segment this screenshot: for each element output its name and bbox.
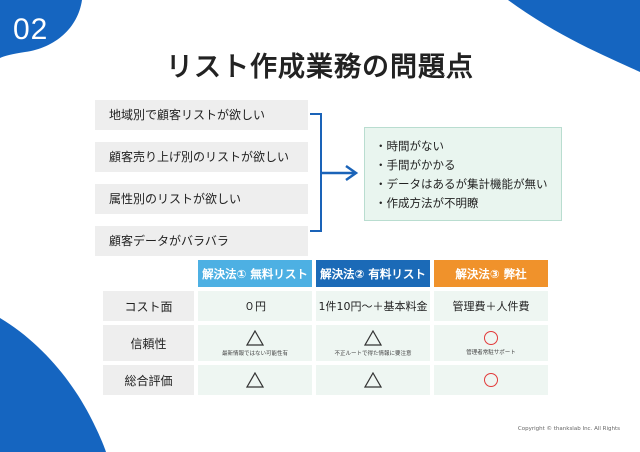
need-item: 属性別のリストが欲しい xyxy=(95,184,308,214)
need-item: 地域別で顧客リストが欲しい xyxy=(95,100,308,130)
problems-box: ・時間がない ・手間がかかる ・データはあるが集計機能が無い ・作成方法が不明瞭 xyxy=(364,127,562,221)
needs-list: 地域別で顧客リストが欲しい 顧客売り上げ別のリストが欲しい 属性別のリストが欲し… xyxy=(95,100,308,268)
problem-item: ・手間がかかる xyxy=(375,158,456,172)
header-our-company: 解決法③ 弊社 xyxy=(434,260,548,287)
triangle-icon xyxy=(246,329,264,346)
reliability-paid: 不正ルートで得た情報に要注意 xyxy=(316,325,430,361)
need-item: 顧客売り上げ別のリストが欲しい xyxy=(95,142,308,172)
reliability-note: 最新情報ではない可能性有 xyxy=(221,350,288,357)
cost-free: ０円 xyxy=(198,291,312,321)
triangle-icon xyxy=(364,372,382,388)
cost-ours: 管理費＋人件費 xyxy=(434,291,548,321)
cost-paid: 1件10円～＋基本料金 xyxy=(316,291,430,321)
reliability-note: 管理者常駐サポート xyxy=(466,349,516,356)
triangle-icon xyxy=(364,329,382,346)
circle-icon xyxy=(484,330,498,345)
right-arrow-icon xyxy=(320,164,359,182)
copyright: Copyright © thankslab Inc. All Rights xyxy=(517,426,620,432)
reliability-note: 不正ルートで得た情報に要注意 xyxy=(334,350,412,357)
reliability-ours: 管理者常駐サポート xyxy=(434,325,548,361)
slide-number: 02 xyxy=(13,13,49,46)
overall-paid xyxy=(316,365,430,395)
triangle-icon xyxy=(246,372,264,388)
overall-free xyxy=(198,365,312,395)
need-item: 顧客データがバラバラ xyxy=(95,226,308,256)
circle-icon xyxy=(484,373,498,387)
header-paid-list: 解決法② 有料リスト xyxy=(316,260,430,287)
row-label-reliability: 信頼性 xyxy=(103,325,194,361)
row-label-overall: 総合評価 xyxy=(103,365,194,395)
problem-item: ・データはあるが集計機能が無い xyxy=(375,177,548,191)
overall-ours xyxy=(434,365,548,395)
reliability-free: 最新情報ではない可能性有 xyxy=(198,325,312,361)
header-free-list: 解決法① 無料リスト xyxy=(198,260,312,287)
row-label-cost: コスト面 xyxy=(103,291,194,321)
problem-item: ・時間がない xyxy=(375,139,444,153)
page-title: リスト作成業務の問題点 xyxy=(166,52,474,83)
problem-item: ・作成方法が不明瞭 xyxy=(375,196,479,210)
